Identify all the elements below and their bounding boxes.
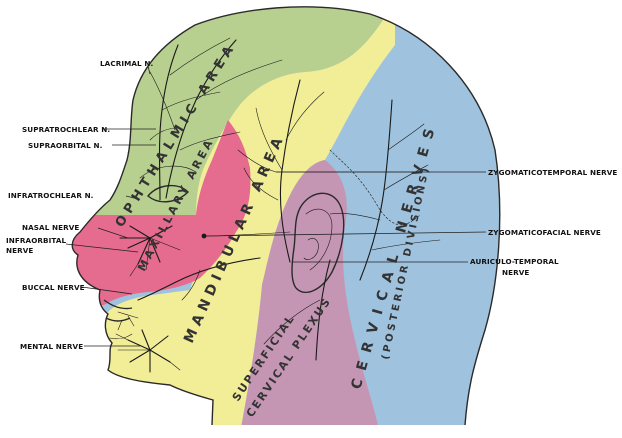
maxillary-region	[72, 120, 251, 305]
label-nasal: NASAL NERVE	[22, 223, 79, 232]
ear	[291, 192, 345, 293]
nerve-labels: LACRIMAL N. SUPRATROCHLEAR N. SUPRAORBIT…	[6, 59, 617, 351]
label-auriculotemporal-1: AURICULO-TEMPORAL	[470, 257, 559, 266]
label-buccal: BUCCAL NERVE	[22, 283, 85, 292]
label-infratrochlear: INFRATROCHLEAR N.	[8, 191, 94, 200]
label-supratrochlear: SUPRATROCHLEAR N.	[22, 125, 110, 134]
head-outline	[71, 6, 501, 426]
leader-lines	[65, 65, 487, 347]
label-supraorbital: SUPRAORBITAL N.	[28, 141, 102, 150]
label-infraorbital-2: NERVE	[6, 246, 33, 255]
label-mental: MENTAL NERVE	[20, 342, 83, 351]
superficial-plexus-region	[240, 160, 380, 426]
label-zygomaticofacial: ZYGOMATICOFACIAL NERVE	[488, 228, 601, 237]
label-auriculotemporal-2: NERVE	[502, 268, 529, 277]
label-infraorbital-1: INFRAORBITAL	[6, 236, 67, 245]
facial-features	[103, 165, 197, 340]
label-lacrimal: LACRIMAL N.	[100, 59, 153, 68]
label-zygomaticotemporal: ZYGOMATICOTEMPORAL NERVE	[488, 168, 617, 177]
